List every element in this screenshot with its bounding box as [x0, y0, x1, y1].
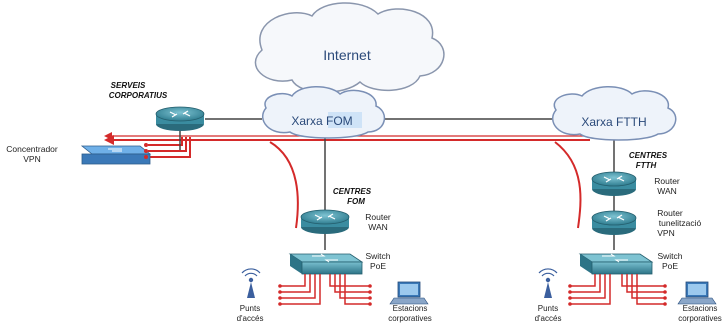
ftth-ws-label-1: Estacions: [683, 304, 718, 313]
ftth-router-wan: [591, 171, 637, 196]
ftth-access-point-icon: [538, 268, 558, 298]
ftth-switch-label-1: Switch: [657, 251, 682, 261]
ftth-router-tunnel-label-1: Router: [657, 208, 683, 218]
ftth-cloud-label: Xarxa FTTH: [581, 115, 646, 129]
ftth-router-tunnel-label-3: VPN: [657, 228, 674, 238]
ftth-router-tunnel-label-2: tunelització: [659, 218, 702, 228]
fom-site-label-2: FOM: [347, 197, 365, 206]
tunnel-arrow-2: [104, 132, 112, 140]
fom-ws-label-2: corporatives: [388, 314, 432, 323]
fom-ws-label-1: Estacions: [393, 304, 428, 313]
internet-label: Internet: [323, 47, 371, 63]
fom-switch-label-1: Switch: [365, 251, 390, 261]
vpn-concentrator: [80, 143, 152, 165]
ftth-site-label-1: CENTRES: [629, 151, 668, 160]
fom-port-dots: [278, 284, 372, 306]
fom-workstation-icon: [389, 281, 429, 305]
ftth-switch-label-2: PoE: [662, 261, 678, 271]
fom-port-links: [280, 274, 370, 305]
ftth-cloud: Xarxa FTTH: [551, 86, 677, 141]
fom-access-point-icon: [241, 268, 261, 298]
tunnel-ftth: [554, 141, 582, 229]
links: [179, 118, 615, 250]
internet-cloud: Internet: [254, 2, 445, 93]
fom-site-label-1: CENTRES: [333, 187, 372, 196]
ftth-switch: [578, 253, 654, 275]
ftth-router-tunnel: [591, 210, 637, 235]
corporate-site-label-2: CORPORATIUS: [109, 91, 168, 100]
ftth-port-dots: [568, 284, 667, 306]
ftth-workstation-icon: [677, 281, 717, 305]
fom-switch-label-2: PoE: [370, 261, 386, 271]
fom-cloud-label: Xarxa FOM: [291, 114, 352, 128]
fom-cloud: Xarxa FOM: [261, 86, 386, 139]
ftth-ap-label-1: Punts: [538, 304, 558, 313]
tunnel-fom: [269, 141, 299, 229]
fom-router-label-1: Router: [365, 212, 391, 222]
ftth-site-label-2: FTTH: [636, 161, 657, 170]
vpn-tunnels: [108, 135, 600, 229]
fom-router: [300, 209, 350, 234]
ftth-port-links: [570, 274, 665, 305]
fom-ap-label-1: Punts: [240, 304, 260, 313]
ftth-ws-label-2: corporatives: [678, 314, 722, 323]
ftth-router-wan-label-1: Router: [654, 176, 680, 186]
fom-highlight: [328, 112, 362, 128]
fom-router-label-2: WAN: [368, 222, 388, 232]
concentrator-label-1: Concentrador: [6, 144, 58, 154]
ftth-ap-label-2: d'accés: [535, 314, 562, 323]
corporate-site-label-1: SERVEIS: [111, 81, 146, 90]
fom-switch: [288, 253, 364, 275]
ftth-router-wan-label-2: WAN: [657, 186, 677, 196]
corporate-router: [155, 106, 205, 131]
concentrator-label-2: VPN: [23, 154, 40, 164]
fom-ap-label-2: d'accés: [237, 314, 264, 323]
